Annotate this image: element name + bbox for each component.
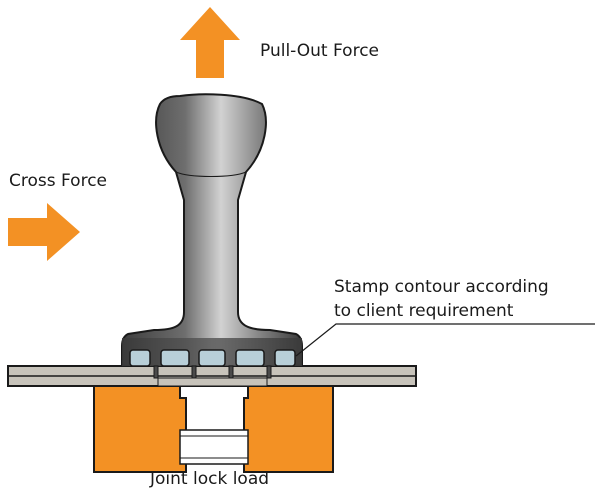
arrow-right-icon xyxy=(8,203,80,261)
stamp-cavities xyxy=(129,349,296,387)
pull-out-force-label: Pull-Out Force xyxy=(260,41,379,61)
joint-lock-load-label: Joint lock load xyxy=(150,469,270,489)
stamp-contour-label-line2: to client requirement xyxy=(334,301,514,321)
lower-tool-blocks xyxy=(93,385,334,473)
stamp-leader-line xyxy=(295,323,595,357)
stud xyxy=(121,93,303,367)
cross-force-label: Cross Force xyxy=(9,171,107,191)
arrow-up-icon xyxy=(180,7,240,78)
stamp-contour-label-line1: Stamp contour according xyxy=(334,277,549,297)
